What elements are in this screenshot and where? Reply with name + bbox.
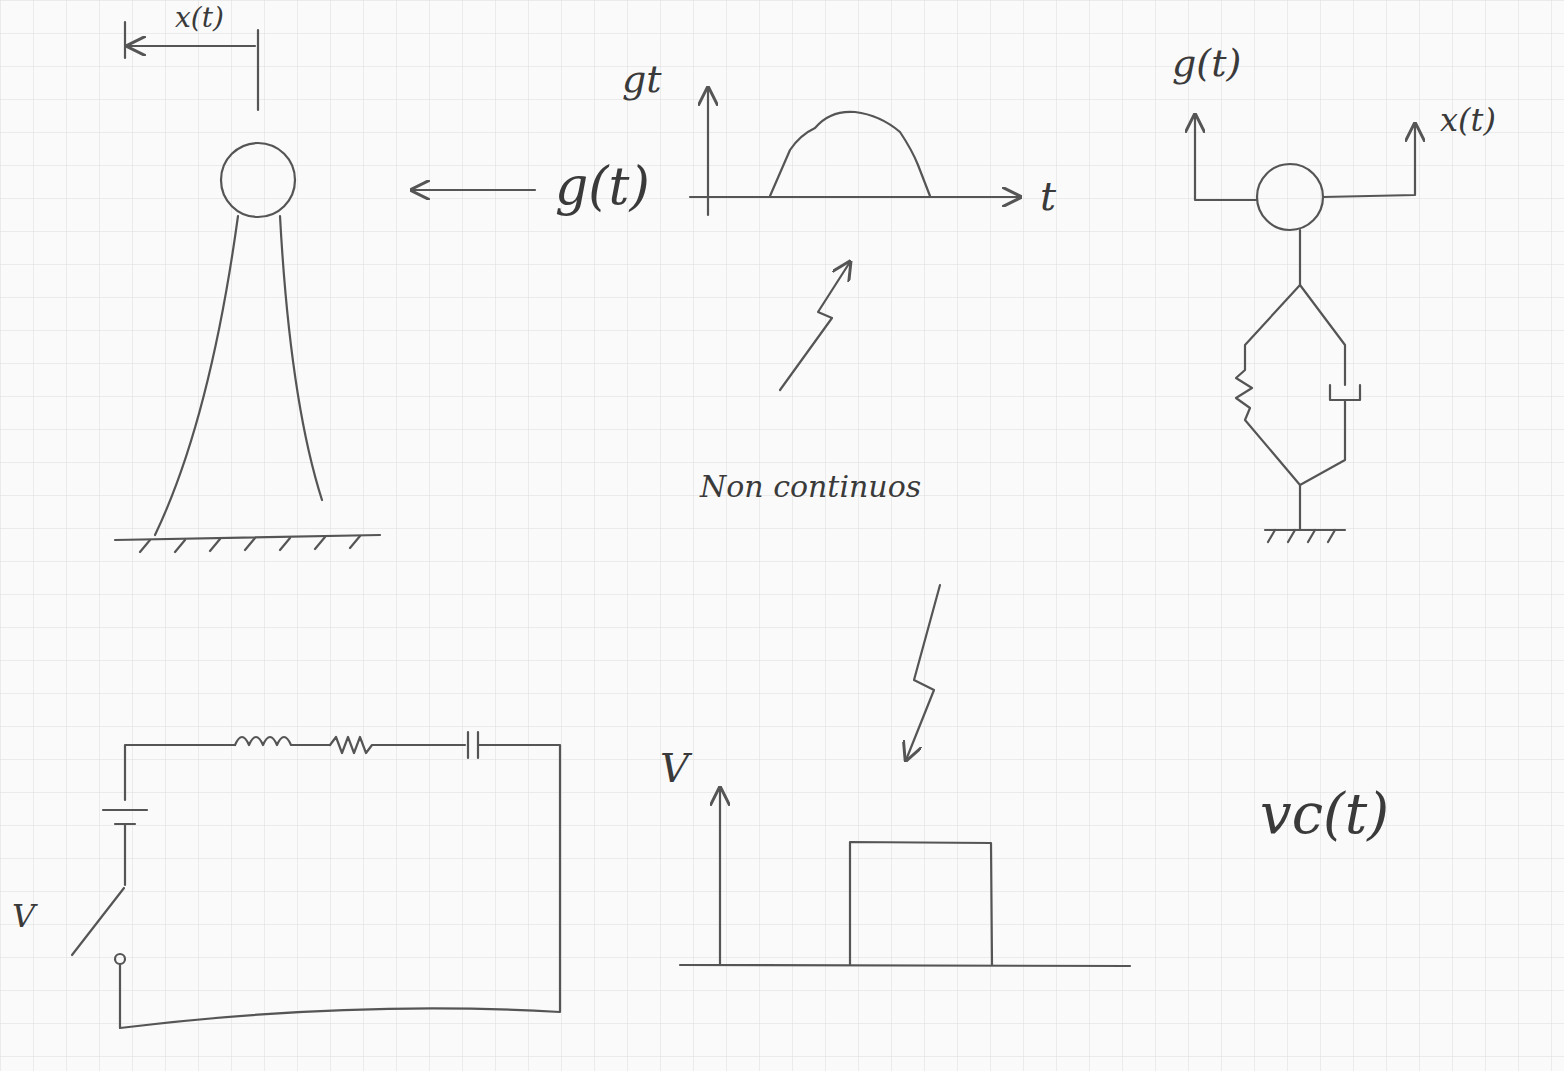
dimension-tick (124, 22, 126, 58)
displacement-label: x(t) (175, 4, 224, 32)
force-arrow (412, 189, 535, 191)
zigzag-arrow (780, 262, 850, 390)
displacement-arrow (1323, 124, 1415, 197)
force-label: g(t) (555, 160, 650, 212)
inductor-symbol (235, 737, 330, 745)
switch-terminal (115, 954, 125, 964)
ground-line (1265, 530, 1345, 542)
battery-symbol (103, 810, 147, 824)
tower-mass (221, 143, 295, 217)
tower-side (155, 216, 238, 535)
x-axis (690, 196, 1020, 198)
displacement-arrow (128, 45, 255, 47)
capacitor-symbol (468, 732, 478, 758)
model-mass (1257, 164, 1323, 230)
force-curve (770, 112, 930, 196)
force-label: g(t) (1172, 44, 1241, 82)
wire (120, 745, 560, 1028)
tower-side (280, 216, 322, 500)
axis-label: t (1040, 176, 1056, 216)
force-arrow (1195, 115, 1257, 200)
damper-symbol (1300, 285, 1360, 485)
resistor-symbol (330, 737, 465, 753)
switch-symbol (72, 888, 124, 955)
ground-line (115, 535, 380, 540)
dimension-tick (257, 30, 259, 110)
switch-label: V (12, 900, 35, 932)
y-axis (719, 788, 721, 965)
voltage-pulse (850, 842, 992, 965)
wire (125, 745, 235, 800)
signal-name: vc(t) (1260, 786, 1389, 842)
ground-hatch (140, 536, 360, 552)
axis-label: V (660, 748, 689, 788)
displacement-label: x(t) (1440, 104, 1496, 136)
zigzag-arrow (906, 585, 940, 760)
axis-label: gt (622, 60, 662, 98)
x-axis (680, 965, 1130, 966)
spring-symbol (1236, 230, 1300, 530)
note: Non continuos (700, 472, 921, 502)
wire (124, 824, 126, 885)
